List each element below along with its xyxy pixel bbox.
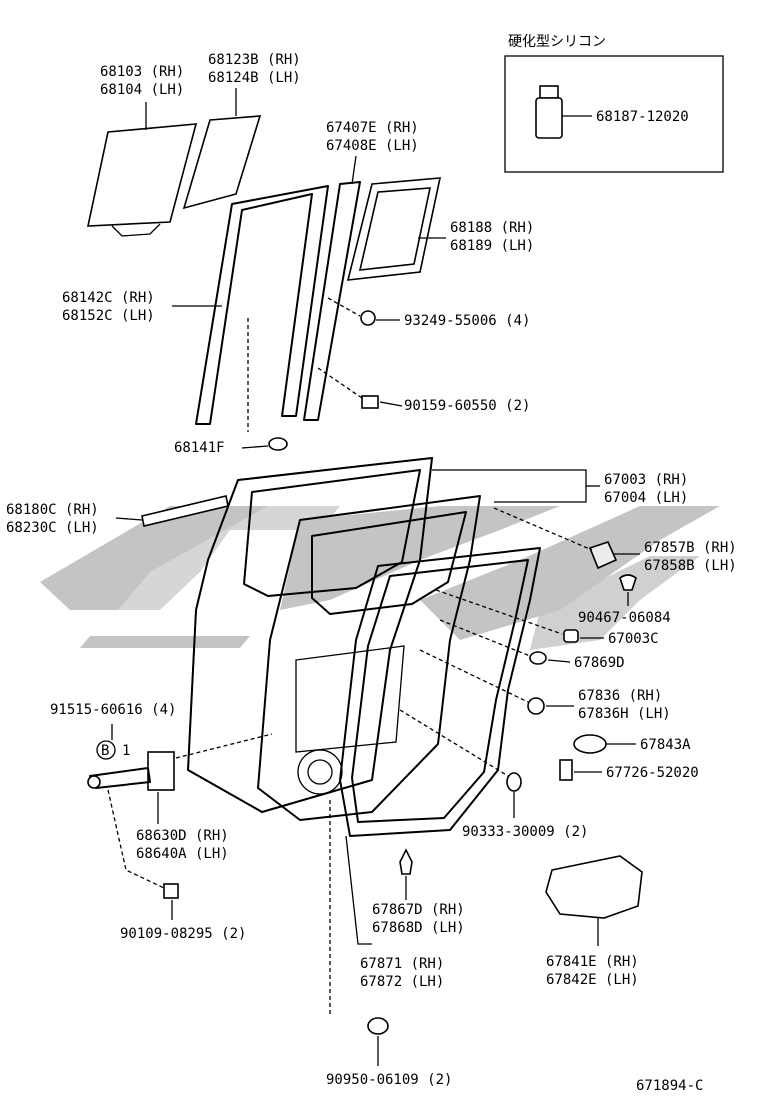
label-bolt-90159: 90159-60550 (2) [404, 398, 530, 414]
label-cover-lh: 67858B (LH) [644, 558, 737, 574]
label-belt-lh: 68230C (LH) [6, 520, 99, 536]
ref-b-icon [96, 740, 116, 760]
label-bracket: 67726-52020 [606, 765, 699, 781]
label-quarter-ws-lh: 68189 (LH) [450, 238, 534, 254]
ref-b-number: 1 [122, 743, 130, 759]
door-glass-icon [87, 123, 198, 237]
clip-67869d-icon [529, 651, 547, 665]
label-seal-lh: 67836H (LH) [578, 706, 671, 722]
diagram-code: 671894-C [636, 1078, 703, 1094]
cushion-icon [573, 734, 607, 754]
bolt-90109-icon [163, 883, 179, 899]
label-hole-cover-rh: 67841E (RH) [546, 954, 639, 970]
label-nut-93249: 93249-55006 (4) [404, 313, 530, 329]
label-clip-67867d-lh: 67868D (LH) [372, 920, 465, 936]
belt-moulding-icon [141, 495, 229, 527]
sealant-box [504, 55, 724, 173]
bracket-icon [559, 759, 573, 781]
label-glass-rh: 68103 (RH) [100, 64, 184, 80]
label-run-upper-lh: 67408E (LH) [326, 138, 419, 154]
quarter-glass-icon [182, 115, 262, 210]
label-plug-90333: 90333-30009 (2) [462, 824, 588, 840]
label-panel-lh: 67004 (LH) [604, 490, 688, 506]
label-check-rh: 68630D (RH) [136, 828, 229, 844]
bolt-icon [361, 395, 379, 409]
label-bolt-90109: 90109-08295 (2) [120, 926, 246, 942]
door-check-icon [87, 751, 175, 791]
label-clip-67869d: 67869D [574, 655, 625, 671]
run-channel-icon [195, 181, 361, 425]
clip-icon [268, 437, 288, 451]
label-quarter-glass-lh: 68124B (LH) [208, 70, 301, 86]
label-quarter-ws-rh: 68188 (RH) [450, 220, 534, 236]
label-panel-rh: 67003 (RH) [604, 472, 688, 488]
ref-b-label: B [101, 743, 109, 759]
label-check-lh: 68640A (LH) [136, 846, 229, 862]
label-run-channel-lh: 68152C (LH) [62, 308, 155, 324]
label-clip-67003c: 67003C [608, 631, 659, 647]
plug-90950-icon [367, 1017, 389, 1035]
push-clip-icon [619, 574, 637, 591]
label-clip-90467: 90467-06084 [578, 610, 671, 626]
label-clip-67867d-rh: 67867D (RH) [372, 902, 465, 918]
label-cushion: 67843A [640, 737, 691, 753]
seal-ring-icon [527, 697, 545, 715]
label-run-channel-rh: 68142C (RH) [62, 290, 155, 306]
label-bolt-91515: 91515-60616 (4) [50, 702, 176, 718]
label-clip-68141f: 68141F [174, 440, 225, 456]
sealant-box-title: 硬化型シリコン [508, 34, 606, 50]
label-glass-lh: 68104 (LH) [100, 82, 184, 98]
hole-cover-icon [545, 855, 643, 919]
label-quarter-glass-rh: 68123B (RH) [208, 52, 301, 68]
clip-67867d-icon [399, 848, 413, 875]
label-cover-rh: 67857B (RH) [644, 540, 737, 556]
plug-90333-icon [506, 772, 522, 792]
label-belt-rh: 68180C (RH) [6, 502, 99, 518]
sealant-bottle-icon [535, 85, 592, 139]
clip-67003c-icon [563, 629, 579, 643]
label-hole-cover-lh: 67842E (LH) [546, 972, 639, 988]
label-ws-lh: 67872 (LH) [360, 974, 444, 990]
label-seal-rh: 67836 (RH) [578, 688, 662, 704]
quarter-weatherstrip-icon [346, 177, 442, 281]
label-run-upper-rh: 67407E (RH) [326, 120, 419, 136]
label-plug-90950: 90950-06109 (2) [326, 1072, 452, 1088]
door-panel-icon [187, 457, 433, 813]
label-sealant: 68187-12020 [596, 109, 689, 125]
nut-icon [360, 310, 376, 326]
door-weatherstrip-icon [339, 547, 541, 837]
cover-icon [588, 541, 618, 570]
label-ws-rh: 67871 (RH) [360, 956, 444, 972]
